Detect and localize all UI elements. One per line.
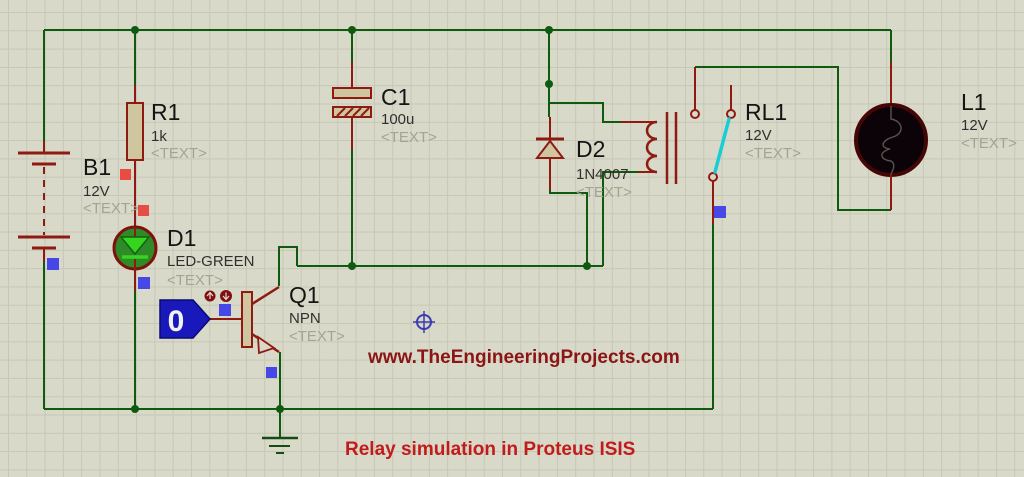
junction-dot: [583, 262, 591, 270]
label-r1-ref: R1: [151, 99, 180, 125]
junction-dot: [348, 262, 356, 270]
junction-dot: [131, 26, 139, 34]
label-q1-text: <TEXT>: [289, 328, 345, 345]
label-c1-ref: C1: [381, 84, 410, 110]
junction-dot: [545, 80, 553, 88]
label-q1-ref: Q1: [289, 282, 320, 308]
voltage-indicator-blue: [47, 258, 59, 270]
origin-marker-icon: [413, 311, 435, 333]
junction-dot: [276, 405, 284, 413]
voltage-indicator-red: [120, 169, 131, 180]
label-c1-value: 100u: [381, 111, 414, 128]
caption-title: Relay simulation in Proteus ISIS: [345, 439, 635, 460]
voltage-indicator-red: [138, 205, 149, 216]
junction-dots: [131, 26, 591, 413]
label-d2-ref: D2: [576, 136, 605, 162]
relay-switch-arm: [713, 117, 731, 174]
voltage-indicators: [47, 169, 726, 378]
label-d1-ref: D1: [167, 225, 196, 251]
wire-segment: [549, 102, 621, 123]
label-rl1-ref: RL1: [745, 99, 787, 125]
logicstate-body[interactable]: [159, 299, 212, 339]
transistor-collector: [251, 285, 280, 306]
transistor-q1[interactable]: [241, 285, 280, 355]
voltage-indicator-blue: [138, 277, 150, 289]
label-l1-value: 12V: [961, 117, 988, 134]
lamp-filament-icon: [881, 106, 902, 175]
labels: B1 12V <TEXT> R1 1k <TEXT> D1 LED-GREEN …: [83, 84, 1017, 345]
website-watermark: www.TheEngineeringProjects.com: [367, 347, 680, 368]
relay-rl1[interactable]: [621, 67, 736, 224]
junction-dot: [545, 26, 553, 34]
label-c1-text: <TEXT>: [381, 129, 437, 146]
capacitor-plate-top[interactable]: [332, 87, 372, 99]
label-q1-value: NPN: [289, 310, 321, 327]
relay-coil: [645, 120, 658, 174]
logicstate-indicator[interactable]: 0: [159, 290, 242, 339]
relay-contact-no: [726, 109, 736, 119]
diode-d2[interactable]: [534, 117, 566, 190]
wire-segment: [278, 246, 298, 286]
label-rl1-text: <TEXT>: [745, 145, 801, 162]
capacitor-c1[interactable]: [332, 62, 372, 150]
label-r1-text: <TEXT>: [151, 145, 207, 162]
wire-segment: [695, 66, 891, 211]
transistor-base-bar[interactable]: [241, 291, 253, 348]
label-d2-text: <TEXT>: [576, 184, 632, 201]
up-arrow-icon: [206, 291, 214, 299]
voltage-indicator-blue: [219, 304, 231, 316]
resistor-body[interactable]: [126, 102, 144, 161]
junction-dot: [348, 26, 356, 34]
wire-segment: [602, 171, 638, 266]
wire-segment: [549, 190, 588, 266]
voltage-indicator-blue: [714, 206, 726, 218]
label-l1-text: <TEXT>: [961, 135, 1017, 152]
down-arrow-icon: [222, 292, 230, 301]
ground-symbol: [262, 436, 298, 454]
logicstate-value[interactable]: 0: [168, 305, 185, 338]
label-b1-value: 12V: [83, 183, 110, 200]
resistor-r1[interactable]: [126, 85, 144, 227]
battery-b1[interactable]: [18, 141, 70, 262]
diode-triangle[interactable]: [534, 139, 566, 159]
origin-cross: [413, 311, 435, 333]
led-d1[interactable]: [112, 225, 158, 291]
label-d1-text: <TEXT>: [167, 272, 223, 289]
label-r1-value: 1k: [151, 128, 167, 145]
voltage-indicator-blue: [266, 367, 277, 378]
label-b1-text: <TEXT>: [83, 200, 139, 217]
junction-dot: [131, 405, 139, 413]
label-rl1-value: 12V: [745, 127, 772, 144]
label-d1-value: LED-GREEN: [167, 253, 255, 270]
capacitor-hatch: [336, 107, 370, 117]
label-l1-ref: L1: [961, 89, 987, 115]
wires: [43, 29, 892, 438]
label-d2-value: 1N4007: [576, 166, 629, 183]
label-b1-ref: B1: [83, 154, 111, 180]
emitter-arrow-icon: [256, 335, 276, 355]
relay-pole-contact: [708, 172, 718, 182]
relay-contact-nc: [690, 109, 700, 119]
led-anode-triangle-icon: [119, 236, 151, 256]
lamp-l1[interactable]: [854, 62, 928, 210]
